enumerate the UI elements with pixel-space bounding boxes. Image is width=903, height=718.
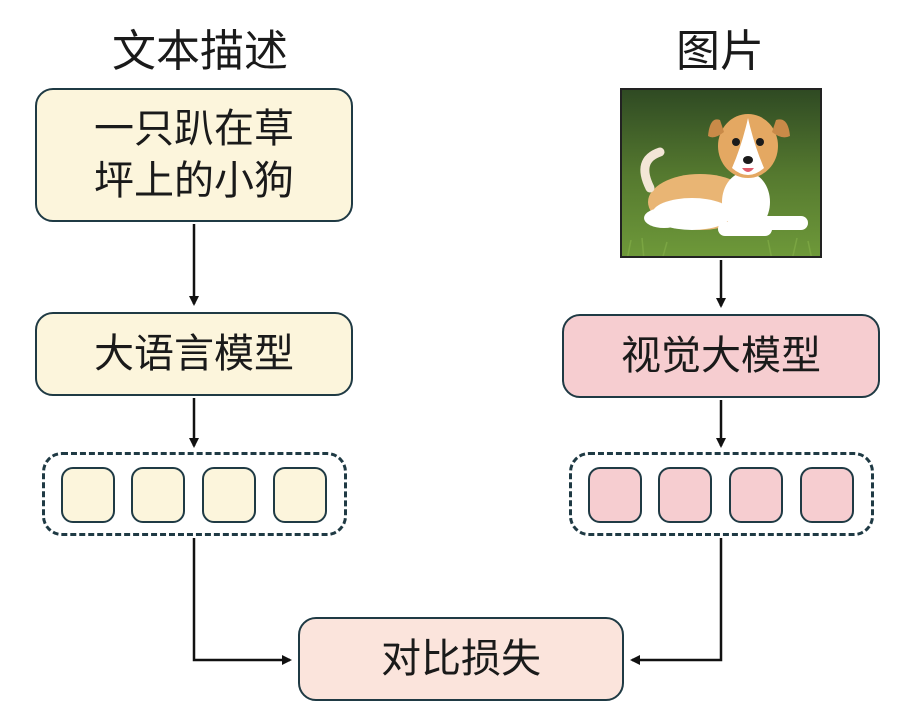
- language-model-box: 大语言模型: [35, 312, 353, 396]
- puppy-image: [620, 88, 822, 258]
- contrastive-loss-box: 对比损失: [298, 617, 624, 701]
- image-embedding-tokens: [569, 452, 874, 536]
- image-column-title: 图片: [676, 26, 764, 77]
- text-description-line-1: 一只趴在草: [94, 106, 294, 152]
- text-token: [273, 467, 327, 523]
- text-token: [61, 467, 115, 523]
- text-token: [202, 467, 256, 523]
- text-embedding-tokens: [42, 452, 347, 536]
- image-token: [729, 467, 783, 523]
- image-token: [800, 467, 854, 523]
- arrow-text-tokens-to-loss: [192, 538, 292, 665]
- text-description-line-2: 坪上的小狗: [94, 158, 294, 204]
- image-token: [588, 467, 642, 523]
- image-token: [658, 467, 712, 523]
- arrow-image-tokens-to-loss: [630, 538, 723, 665]
- puppy-illustration: [622, 90, 820, 256]
- text-token: [131, 467, 185, 523]
- text-column-title: 文本描述: [112, 26, 288, 77]
- vision-model-box: 视觉大模型: [562, 314, 880, 398]
- text-description-box: 一只趴在草 坪上的小狗: [35, 88, 353, 222]
